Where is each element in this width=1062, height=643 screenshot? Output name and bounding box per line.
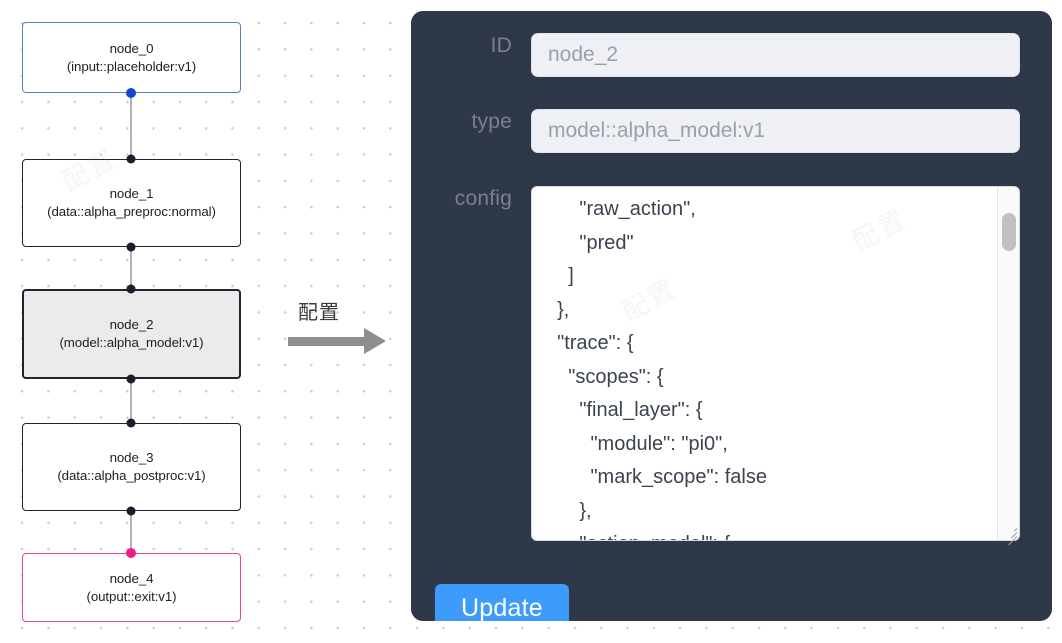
flow-node-node_0[interactable]: node_0 (input::placeholder:v1) — [22, 22, 241, 93]
flow-node-node_4[interactable]: node_4 (output::exit:v1) — [22, 553, 241, 622]
handle-node_1-target[interactable] — [126, 154, 136, 164]
form-row-type: type — [421, 109, 1020, 153]
annotation-label: 配置 — [298, 300, 340, 324]
type-field-label: type — [471, 110, 512, 133]
flow-node-node_1[interactable]: node_1 (data::alpha_preproc:normal) — [22, 159, 241, 247]
id-input[interactable] — [531, 33, 1020, 77]
config-field-label: config — [454, 187, 512, 210]
edge-node1-node2 — [130, 247, 132, 289]
form-row-id: ID — [421, 33, 1020, 77]
handle-node_1-source[interactable] — [126, 242, 136, 252]
flow-node-label: node_0 (input::placeholder:v1) — [66, 40, 197, 74]
flow-node-node_3[interactable]: node_3 (data::alpha_postproc:v1) — [22, 423, 241, 511]
edge-node3-node4 — [130, 511, 132, 553]
id-field-label: ID — [490, 34, 512, 57]
update-button[interactable]: Update — [435, 584, 569, 621]
handle-node_4-target[interactable] — [126, 548, 136, 558]
edge-node0-node1 — [130, 93, 132, 159]
flow-node-node_2[interactable]: node_2 (model::alpha_model:v1) — [22, 289, 241, 379]
handle-node_0-source[interactable] — [126, 88, 136, 98]
config-textarea-wrapper: "raw_action", "pred" ] }, "trace": { "sc… — [531, 186, 1020, 546]
right-arrow-icon — [288, 337, 366, 346]
form-row-config: config "raw_action", "pred" ] }, "trace"… — [421, 186, 1020, 546]
handle-node_2-target[interactable] — [126, 284, 136, 294]
type-input[interactable] — [531, 109, 1020, 153]
handle-node_2-source[interactable] — [126, 374, 136, 384]
right-arrow-head-icon — [364, 328, 386, 354]
config-scrollbar-track[interactable] — [997, 187, 1019, 540]
edge-node2-node3 — [130, 379, 132, 423]
handle-node_3-target[interactable] — [126, 418, 136, 428]
flow-node-label: node_2 (model::alpha_model:v1) — [59, 317, 204, 350]
handle-node_3-source[interactable] — [126, 506, 136, 516]
node-config-panel: ID type config "raw_action", "pred" ] },… — [411, 11, 1052, 621]
flow-node-label: node_3 (data::alpha_postproc:v1) — [57, 450, 206, 483]
flow-node-label: node_1 (data::alpha_preproc:normal) — [47, 186, 216, 219]
flow-canvas[interactable]: node_0 (input::placeholder:v1) node_1 (d… — [0, 0, 395, 643]
annotation-arrow-group: 配置 — [288, 296, 398, 360]
config-scrollbar-thumb[interactable] — [1002, 213, 1016, 251]
flow-node-label: node_4 (output::exit:v1) — [86, 570, 177, 604]
config-textarea[interactable]: "raw_action", "pred" ] }, "trace": { "sc… — [531, 186, 1020, 541]
